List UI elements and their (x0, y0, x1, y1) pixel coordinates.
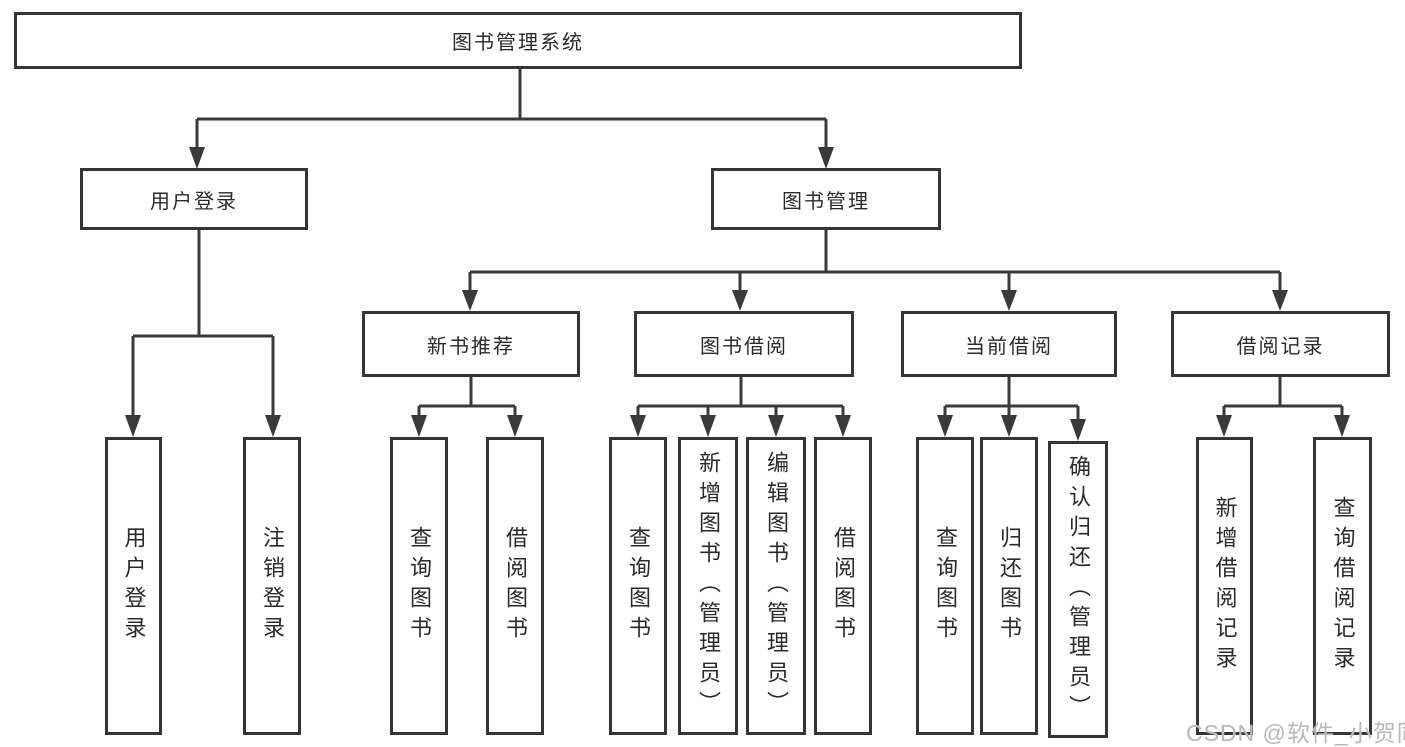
leaf-edit-book-admin: 编辑图书（管理员） (746, 437, 806, 735)
connector-user-login-to-leaves (125, 230, 281, 437)
leaf-add-borrow-record: 新增借阅记录 (1196, 437, 1253, 735)
leaf-confirm-return-admin: 确认归还（管理员） (1048, 441, 1108, 738)
connector-current-borrow-to-leaves (937, 377, 1086, 441)
csdn-watermark: CSDN @软件_小贺同学 (1186, 720, 1405, 746)
leaf-query-book-recommend: 查询图书 (390, 437, 448, 735)
node-library-system: 图书管理系统 (14, 12, 1022, 69)
connector-book-borrow-to-leaves (630, 377, 851, 437)
node-new-book-recommend: 新书推荐 (362, 311, 580, 377)
connector-new-book-to-leaves (411, 377, 523, 437)
node-book-borrow: 图书借阅 (634, 311, 854, 377)
leaf-borrow-book-recommend: 借阅图书 (486, 437, 544, 735)
leaf-query-book-borrow: 查询图书 (609, 437, 667, 735)
leaf-add-book-admin: 新增图书（管理员） (678, 437, 738, 735)
node-user-login: 用户登录 (80, 168, 308, 230)
leaf-logout: 注销登录 (243, 437, 301, 735)
leaf-borrow-book: 借阅图书 (814, 437, 872, 735)
node-current-borrow: 当前借阅 (901, 311, 1117, 377)
node-borrow-record: 借阅记录 (1171, 311, 1390, 377)
connector-borrow-record-to-leaves (1216, 377, 1350, 437)
leaf-query-borrow-record: 查询借阅记录 (1313, 437, 1372, 735)
leaf-user-login: 用户登录 (105, 437, 162, 735)
leaf-query-book-current: 查询图书 (916, 437, 974, 735)
node-book-management: 图书管理 (711, 168, 941, 230)
leaf-return-book: 归还图书 (980, 437, 1038, 735)
connector-book-mgmt-to-level3 (462, 230, 1288, 311)
connector-root-to-level2 (189, 69, 834, 169)
